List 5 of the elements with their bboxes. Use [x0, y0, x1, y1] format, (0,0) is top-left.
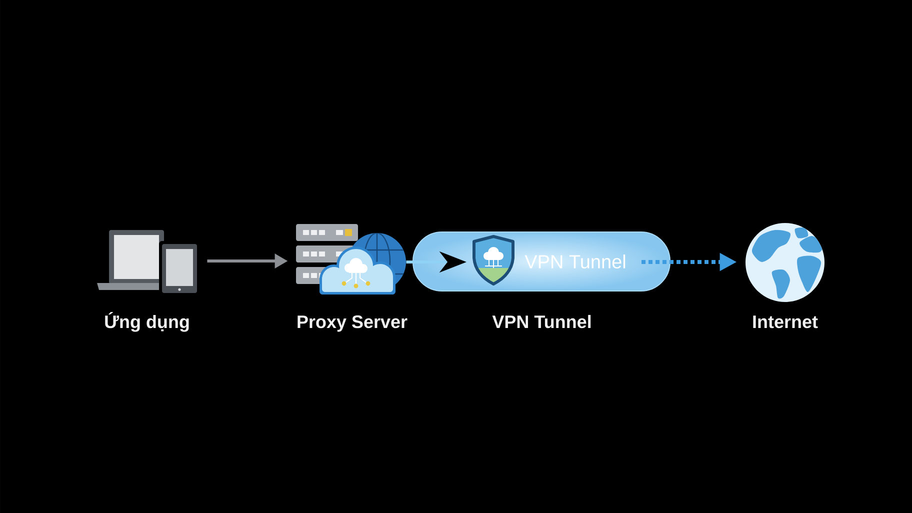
- node-label: Proxy Server: [298, 315, 408, 332]
- node-label: Ứng dụng: [105, 312, 189, 332]
- node-label: Internet: [753, 316, 818, 328]
- node-label: VPN Tunnel: [492, 314, 591, 328]
- tunnel-pill: VPN Tunnel: [412, 232, 670, 292]
